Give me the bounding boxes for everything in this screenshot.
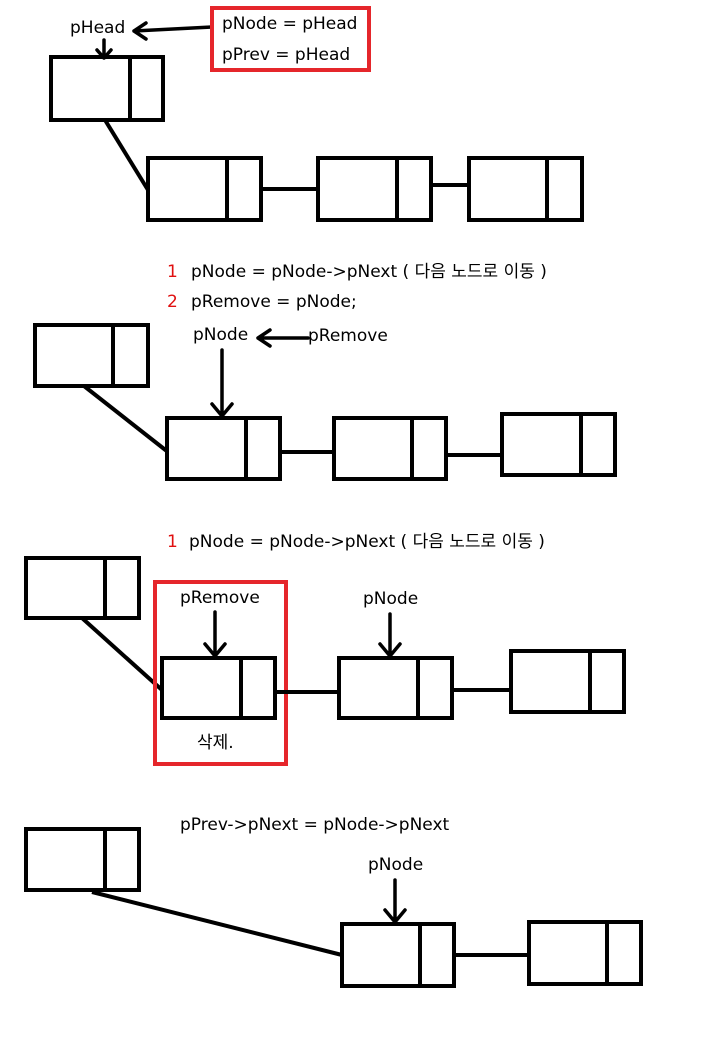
step3-delete-highlight [153, 580, 288, 766]
step2-remove-pointer-arrow-icon [256, 328, 310, 348]
step1-code-line-2: pPrev = pHead [222, 45, 350, 65]
step2-node-label: pNode [193, 325, 248, 345]
step2-line2-code: pRemove = pNode; [191, 292, 357, 312]
step1-node-3 [467, 156, 584, 222]
step3-head-link [80, 616, 164, 692]
step1-code-line-1: pNode = pHead [222, 14, 357, 34]
step4-head-node [24, 827, 141, 892]
step2-head-node [33, 323, 150, 388]
step3-panel: 1 pNode = pNode->pNext ( 다음 노드로 이동 ) pRe… [24, 532, 626, 766]
step3-node-label: pNode [363, 589, 418, 609]
step2-line2-number: 2 [167, 292, 178, 312]
step1-head-node [49, 55, 165, 122]
step4-node-label: pNode [368, 855, 423, 875]
step3-remove-label: pRemove [180, 588, 260, 608]
step2-node-1 [165, 416, 282, 481]
step3-delete-label: 삭제. [197, 733, 234, 753]
step2-line1-code: pNode = pNode->pNext ( 다음 노드로 이동 ) [191, 262, 547, 282]
step1-pointer-arrow-icon [132, 21, 214, 41]
step2-node-down-arrow-icon [210, 348, 234, 418]
step3-node-2 [337, 656, 454, 720]
step2-panel: 1 pNode = pNode->pNext ( 다음 노드로 이동 ) 2 p… [33, 262, 617, 481]
step3-head-node [24, 556, 141, 620]
step1-node-2 [316, 156, 433, 222]
step4-code: pPrev->pNext = pNode->pNext [180, 815, 450, 835]
step3-line1-code: pNode = pNode->pNext ( 다음 노드로 이동 ) [189, 532, 545, 552]
step3-remove-down-arrow-icon [203, 610, 227, 658]
step2-remove-label: pRemove [308, 326, 388, 346]
step2-line1-number: 1 [167, 262, 178, 282]
step1-node-1 [146, 156, 263, 222]
step3-node-3 [509, 649, 626, 714]
step2-node-2 [332, 416, 448, 481]
step2-head-link [82, 384, 170, 454]
step2-node-3 [500, 412, 617, 477]
step4-bypass-link [91, 890, 343, 957]
step1-panel: pHead pNode = pHead pPrev = pHead [49, 6, 584, 222]
step1-code-box [210, 6, 371, 72]
step4-node-down-arrow-icon [383, 878, 407, 924]
step4-node-2 [340, 922, 456, 988]
step1-head-link [103, 118, 150, 192]
step4-panel: pPrev->pNext = pNode->pNext pNode [24, 815, 643, 988]
step1-head-label: pHead [70, 18, 125, 38]
step3-node-removed [160, 656, 277, 720]
step3-line1-number: 1 [167, 532, 178, 552]
step3-node-down-arrow-icon [378, 612, 402, 658]
step4-node-3 [527, 920, 643, 986]
step1-head-down-arrow-icon [95, 38, 113, 60]
